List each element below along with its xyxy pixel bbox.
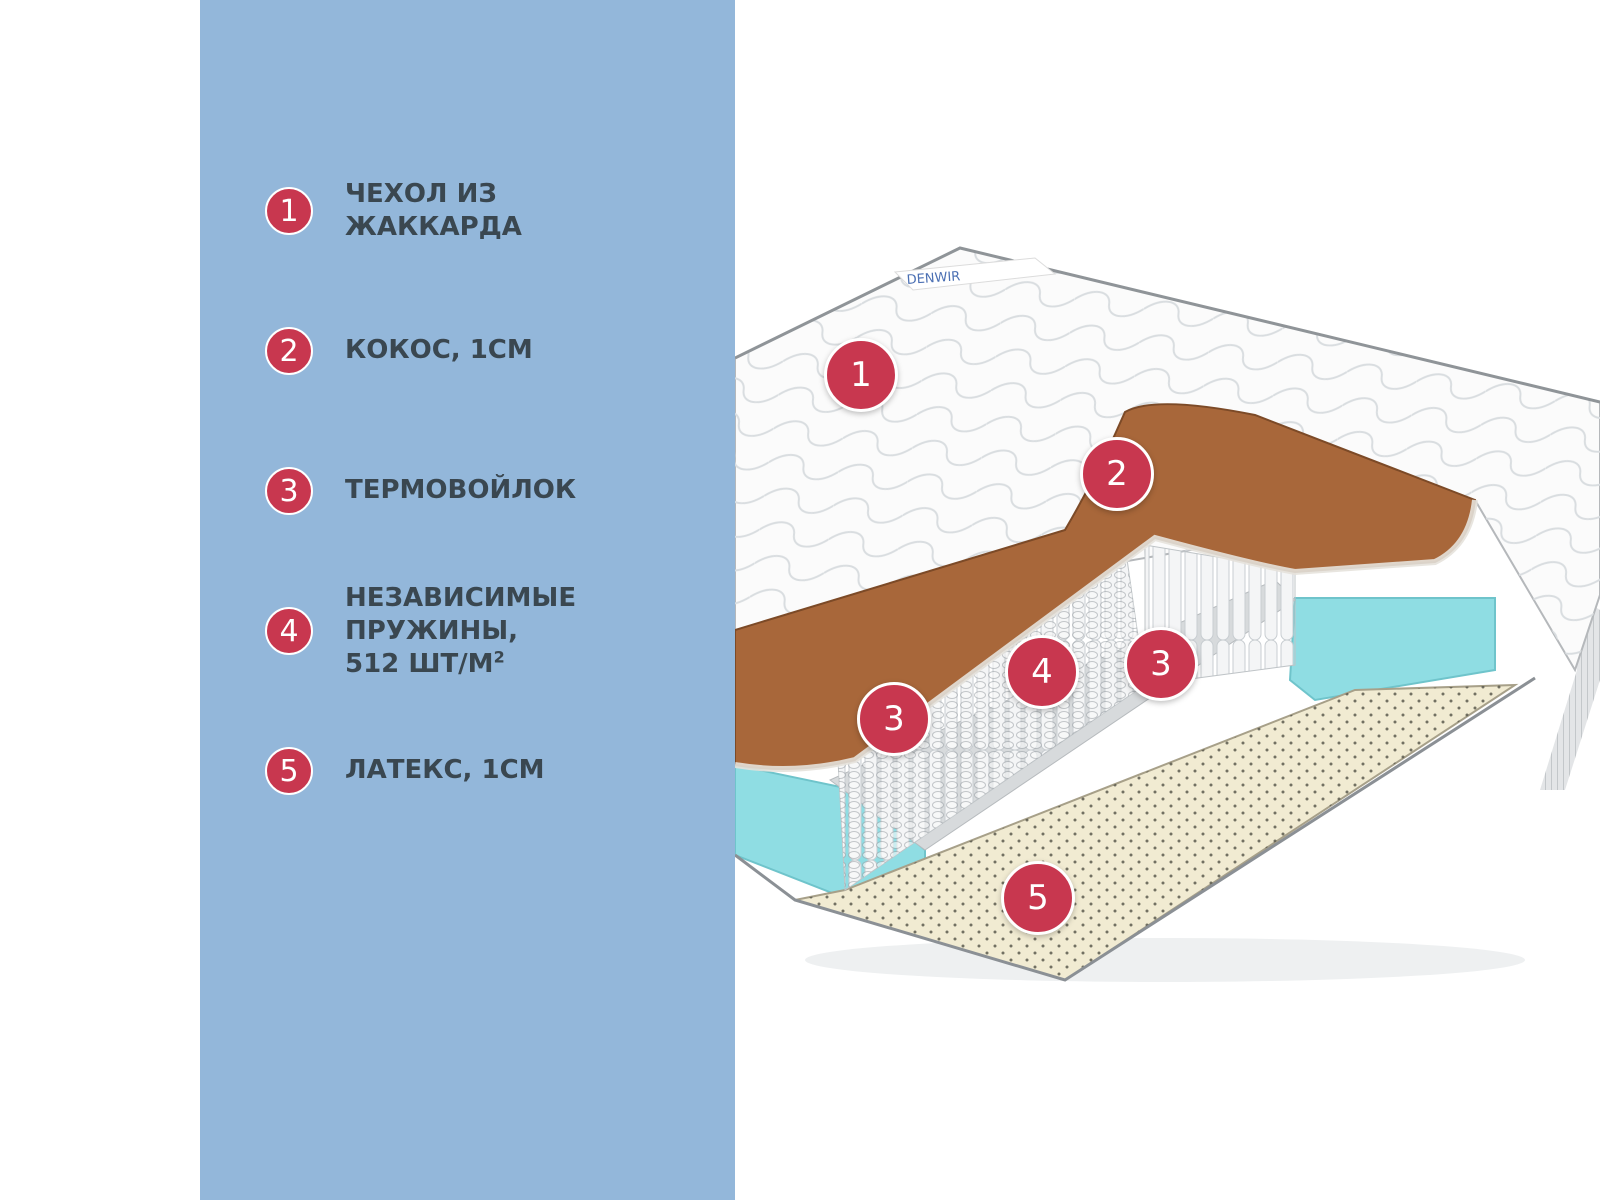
legend-label-line: ЛАТЕКС, 1СМ: [345, 755, 545, 785]
legend-label-text: 512 ШТ/М: [345, 649, 494, 679]
mattress-illustration: DENWIR 1 2 4 3 3 5: [734, 200, 1600, 1020]
legend-label-thermofelt: ТЕРМОВОЙЛОК: [345, 474, 745, 507]
marker-latex: 5: [1001, 861, 1075, 935]
legend-label-line: НЕЗАВИСИМЫЕ: [345, 583, 577, 613]
legend-label-line: ЧЕХОЛ ИЗ: [345, 179, 497, 209]
legend-label-line: ПРУЖИНЫ,: [345, 616, 519, 646]
marker-coconut: 2: [1080, 437, 1154, 511]
legend-label-cover: ЧЕХОЛ ИЗ ЖАККАРДА: [345, 178, 745, 244]
legend-label-latex: ЛАТЕКС, 1СМ: [345, 754, 745, 787]
legend-label-line: ЖАККАРДА: [345, 212, 522, 242]
marker-springs: 4: [1005, 635, 1079, 709]
legend-badge-4: 4: [265, 607, 313, 655]
legend-badge-5: 5: [265, 747, 313, 795]
legend-badge-3: 3: [265, 467, 313, 515]
mattress-cutaway-image: DENWIR: [734, 246, 1600, 982]
legend-label-line: ТЕРМОВОЙЛОК: [345, 475, 577, 505]
brand-label: DENWIR: [906, 269, 961, 288]
legend-label-line: КОКОС, 1СМ: [345, 335, 533, 365]
legend-panel: 1 ЧЕХОЛ ИЗ ЖАККАРДА 2 КОКОС, 1СМ 3 ТЕРМО…: [200, 0, 735, 1200]
legend-label-line: 512 ШТ/М2: [345, 648, 745, 681]
legend-label-coconut: КОКОС, 1СМ: [345, 334, 745, 367]
marker-thermofelt-left: 3: [857, 682, 931, 756]
marker-cover: 1: [824, 338, 898, 412]
legend-superscript: 2: [493, 647, 505, 667]
legend-badge-2: 2: [265, 327, 313, 375]
legend-badge-1: 1: [265, 187, 313, 235]
legend-label-springs: НЕЗАВИСИМЫЕ ПРУЖИНЫ, 512 ШТ/М2: [345, 582, 745, 681]
marker-thermofelt-right: 3: [1124, 627, 1198, 701]
